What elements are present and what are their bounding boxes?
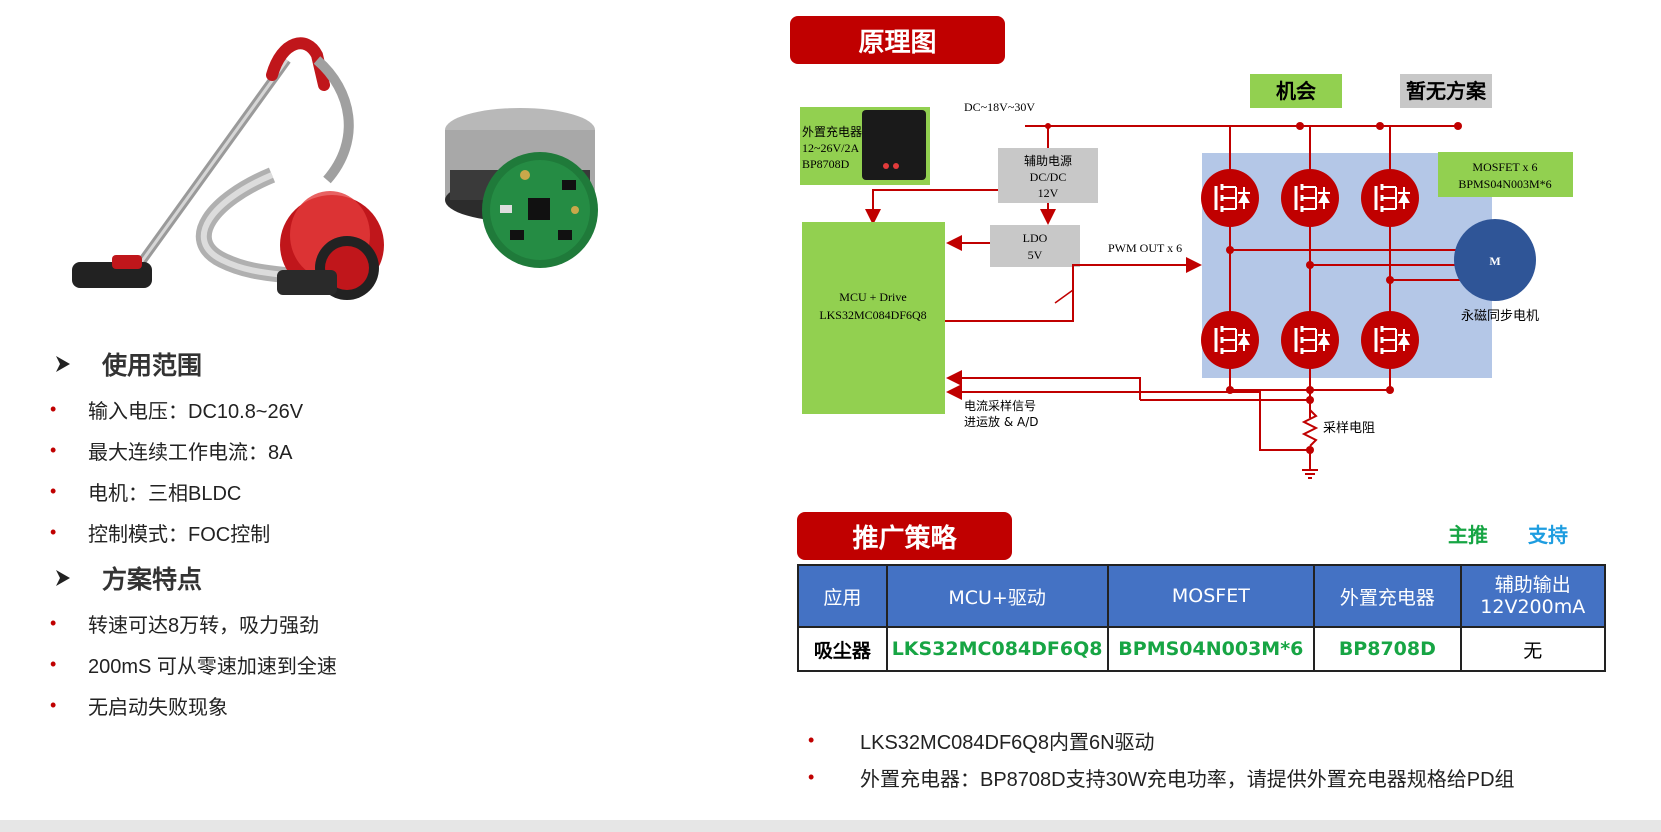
bullet-dot-icon: • (50, 522, 57, 542)
bullet-dot-icon: • (50, 440, 57, 460)
list-item: •200mS 可从零速加速到全速 (50, 654, 337, 678)
features-list: •转速可达8万转，吸力强劲 •200mS 可从零速加速到全速 •无启动失败现象 (50, 603, 337, 726)
mcu-label: MCU + Drive (839, 290, 906, 304)
schematic-title-tag: 原理图 (790, 16, 1005, 64)
usage-section-title: 使用范围 (52, 346, 202, 382)
mosfet-icon (1359, 309, 1421, 371)
mcu-label: LKS32MC084DF6Q8 (819, 308, 926, 322)
footer-bar (0, 820, 1661, 832)
list-item: •外置充电器：BP8708D支持30W充电功率，请提供外置充电器规格给PD组 (808, 767, 1515, 791)
legend-main-push: 主推 (1448, 523, 1488, 547)
col-header: 应用 (797, 564, 888, 628)
mosfet-icon (1199, 167, 1261, 229)
features-title-text: 方案特点 (102, 566, 203, 594)
mosfet-icon (1279, 167, 1341, 229)
pwm-label: PWM OUT x 6 (1108, 241, 1182, 255)
motor-pcb-image (440, 100, 610, 275)
mcu-box (802, 222, 945, 414)
charger-label: BP8708D (802, 157, 850, 171)
cell-charger: BP8708D (1313, 626, 1462, 672)
motor-letter: M (1489, 254, 1500, 268)
strategy-table: 应用 MCU+驱动 MOSFET 外置充电器 辅助输出 12V200mA 吸尘器… (797, 564, 1607, 672)
sense-resistor-icon (1301, 409, 1319, 447)
ldo-label: 5V (1028, 248, 1043, 262)
charger-label: 12~26V/2A (802, 141, 859, 155)
aux-power-label: DC/DC (1030, 170, 1067, 184)
cell-mcu: LKS32MC084DF6Q8 (885, 626, 1109, 672)
table-header-row: 应用 MCU+驱动 MOSFET 外置充电器 辅助输出 12V200mA (797, 564, 1607, 628)
col-header: MCU+驱动 (885, 564, 1109, 628)
list-item: •控制模式：FOC控制 (50, 522, 271, 546)
legend-opportunity: 机会 (1276, 79, 1316, 103)
list-item: •电机：三相BLDC (50, 481, 242, 505)
list-item: •转速可达8万转，吸力强劲 (50, 613, 320, 637)
bullet-dot-icon: • (808, 730, 815, 750)
ldo-box (990, 225, 1080, 267)
cell-aux-output: 无 (1459, 626, 1607, 672)
list-item: •最大连续工作电流：8A (50, 440, 293, 464)
mosfet-icon (1199, 309, 1261, 371)
motor-icon (1454, 219, 1536, 301)
vacuum-cleaner-image (62, 30, 392, 310)
mosfet-icon (1279, 309, 1341, 371)
dc-input-label: DC~18V~30V (964, 100, 1035, 114)
current-sense-label: 进运放 & A/D (964, 414, 1038, 429)
bullet-dot-icon: • (50, 695, 57, 715)
aux-power-label: 12V (1038, 186, 1059, 200)
col-header: MOSFET (1106, 564, 1316, 628)
charger-device-image (862, 110, 926, 180)
legend-opportunity-box (1250, 74, 1342, 108)
legend-support: 支持 (1528, 523, 1568, 547)
charger-label: 外置充电器 (802, 124, 862, 139)
motor-label: 永磁同步电机 (1461, 309, 1539, 324)
usage-title-text: 使用范围 (102, 352, 203, 380)
list-item: •无启动失败现象 (50, 695, 228, 719)
schematic-diagram: 外置充电器 12~26V/2A BP8708D DC~18V~30V 辅助电源 … (800, 74, 1573, 479)
bullet-dot-icon: • (50, 481, 57, 501)
aux-power-label: 辅助电源 (1024, 154, 1072, 168)
legend-no-solution: 暂无方案 (1406, 79, 1487, 103)
bullet-dot-icon: • (808, 767, 815, 787)
legend-no-solution-box (1400, 74, 1492, 108)
table-row: 吸尘器 LKS32MC084DF6Q8 BPMS04N003M*6 BP8708… (797, 626, 1607, 672)
col-header: 辅助输出 12V200mA (1459, 564, 1607, 628)
list-item: •LKS32MC084DF6Q8内置6N驱动 (808, 730, 1155, 754)
ldo-label: LDO (1023, 231, 1048, 245)
usage-list: •输入电压：DC10.8~26V •最大连续工作电流：8A •电机：三相BLDC… (50, 389, 303, 553)
list-item: •输入电压：DC10.8~26V (50, 399, 304, 423)
current-sense-label: 电流采样信号 (964, 398, 1036, 413)
cell-mosfet: BPMS04N003M*6 (1106, 626, 1316, 672)
arrow-bullet-icon (56, 356, 70, 372)
bullet-dot-icon: • (50, 613, 57, 633)
mosfet-label-box (1438, 152, 1573, 197)
mosfet-icon (1359, 167, 1421, 229)
ground-icon (1302, 469, 1318, 479)
cell-application: 吸尘器 (797, 626, 888, 672)
mosfet-label: BPMS04N003M*6 (1458, 177, 1551, 191)
bullet-dot-icon: • (50, 399, 57, 419)
aux-power-box (998, 148, 1098, 203)
strategy-title-tag: 推广策略 (797, 512, 1012, 560)
mosfet-label: MOSFET x 6 (1472, 160, 1537, 174)
features-section-title: 方案特点 (52, 560, 202, 596)
sense-resistor-label: 采样电阻 (1323, 421, 1375, 436)
col-header: 外置充电器 (1313, 564, 1462, 628)
arrow-bullet-icon (56, 570, 70, 586)
strategy-notes: •LKS32MC084DF6Q8内置6N驱动 •外置充电器：BP8708D支持3… (808, 722, 1515, 796)
bullet-dot-icon: • (50, 654, 57, 674)
